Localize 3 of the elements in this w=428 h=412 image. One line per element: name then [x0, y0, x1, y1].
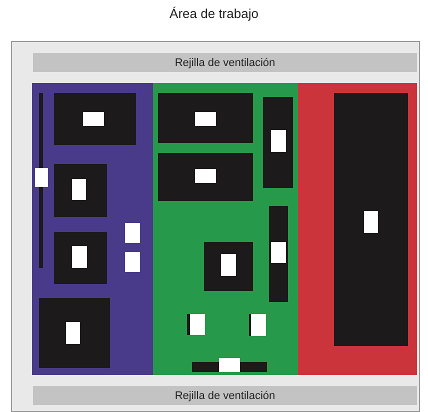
vent-grille-bar: Rejilla de ventilación: [33, 53, 417, 72]
diagram-title: Área de trabajo: [168, 6, 260, 21]
vent-grille-bar: Rejilla de ventilación: [33, 386, 417, 405]
